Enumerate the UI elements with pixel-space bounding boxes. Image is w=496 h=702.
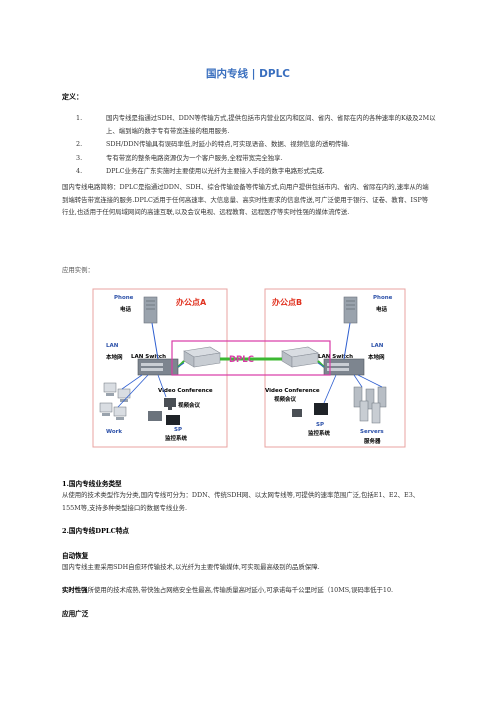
phone-cn-label-a: 电话 (120, 305, 132, 313)
site-b-box (264, 288, 406, 448)
servers-cn-label: 服务器 (364, 437, 381, 445)
monitor-icon (314, 403, 328, 415)
intro-paragraph: 国内专线电路简称：DPLC是指通过DDN、SDH、综合传输设备等传输方式,向用户… (62, 183, 429, 216)
example-label: 应用实例： (62, 266, 94, 274)
list-text: 专有带宽的整条电路资源仅为一个客户服务,全程带宽完全独享. (106, 153, 283, 162)
computer-icon (99, 402, 113, 416)
subsection2-heading: 实时性强 (62, 586, 88, 594)
site-b-label: 办公点B (272, 297, 302, 307)
monitor-icon (166, 415, 180, 425)
computer-icon (103, 382, 117, 396)
page-title: 国内专线 | DPLC (206, 68, 290, 80)
subsection1-heading: 自动恢复 (62, 552, 89, 560)
list-number: 2. (76, 140, 83, 148)
monitor-system-label-b: 监控系统 (308, 429, 331, 437)
list-item: 3. 专有带宽的整条电路资源仅为一个客户服务,全程带宽完全独享. (76, 152, 436, 165)
subsection1-text: 国内专线主要采用SDH自愈环传输技术,以光纤为主要传输媒体,可实现最高级别的品质… (62, 563, 320, 571)
section1-heading: 1.国内专线业务类型 (62, 480, 122, 488)
list-number: 3. (76, 153, 83, 162)
section2-heading: 2.国内专线DPLC特点 (62, 527, 130, 535)
list-text: DPLC业务在广东实施时主要使用以光纤为主要接入手段的数字电路形式完成. (106, 167, 325, 175)
sp-label-b: SP (316, 422, 324, 428)
phone-label-b: Phone (373, 295, 393, 301)
lan-cn-label-b: 本地网 (368, 353, 385, 361)
video-camera-icon (164, 398, 176, 410)
list-number: 4. (76, 167, 83, 175)
dplc-device-icon (281, 346, 319, 368)
monitor-icon (148, 411, 162, 421)
list-item: 1. 国内专线是指通过SDH、DDN等传输方式,提供包括市内营业区内和区间、省内… (76, 112, 436, 137)
lan-label-b: LAN (371, 343, 384, 349)
work-label: Work (106, 429, 122, 435)
video-conf-cn-a: 视频会议 (178, 401, 201, 409)
dplc-link-box (171, 340, 331, 376)
phone-icon (343, 296, 358, 324)
site-a-box (92, 288, 228, 448)
dplc-link-label: DPLC (229, 355, 254, 365)
definition-list: 1. 国内专线是指通过SDH、DDN等传输方式,提供包括市内营业区内和区间、省内… (76, 112, 436, 179)
subsection3-heading: 应用广泛 (62, 610, 89, 618)
list-number: 1. (76, 114, 83, 122)
site-a-label: 办公点A (176, 297, 207, 307)
list-text: SDH/DDN传输具有误码率低,时延小的特点,可实现语音、数据、视频信息的透明传… (106, 140, 350, 148)
monitor-system-label-a: 监控系统 (165, 434, 188, 442)
subsection2-block: 实时性强所使用的技术成熟,带快独占网络安全性最高,传输质量高时延小,可承诺每千公… (62, 584, 434, 597)
phone-icon (143, 296, 158, 324)
subsection2-text: 所使用的技术成熟,带快独占网络安全性最高,传输质量高时延小,可承诺每千公里时延（… (87, 586, 394, 594)
video-conf-label-a: Video Conference (158, 388, 213, 394)
servers-label: Servers (360, 429, 384, 435)
list-item: 2. SDH/DDN传输具有误码率低,时延小的特点,可实现语音、数据、视频信息的… (76, 138, 436, 151)
video-conf-cn-b: 视频会议 (274, 395, 297, 403)
list-item: 4. DPLC业务在广东实施时主要使用以光纤为主要接入手段的数字电路形式完成. (76, 165, 436, 178)
dplc-device-icon (183, 346, 221, 368)
lan-switch-label-b: LAN Switch (318, 354, 353, 360)
lan-switch-label-a: LAN Switch (131, 354, 166, 360)
network-diagram: 办公点A 办公点B Phone 电话 Phone 电话 LAN 本地网 LAN … (92, 288, 406, 448)
computer-icon (113, 406, 127, 420)
section1-text: 从使用的技术类型作为分类,国内专线可分为：DDN、传统SDH网、以太网专线等,可… (62, 491, 420, 512)
definition-heading: 定义： (62, 92, 83, 101)
lan-label-a: LAN (106, 343, 119, 349)
list-text: 国内专线是指通过SDH、DDN等传输方式,提供包括市内营业区内和区间、省内、省际… (106, 114, 436, 135)
phone-cn-label-b: 电话 (376, 305, 388, 313)
lan-cn-label-a: 本地网 (106, 353, 123, 361)
phone-label-a: Phone (114, 295, 134, 301)
video-conf-label-b: Video Conference (265, 388, 320, 394)
server-icon (353, 386, 387, 424)
video-camera-icon (292, 409, 302, 417)
sp-label-a: SP (174, 427, 182, 433)
